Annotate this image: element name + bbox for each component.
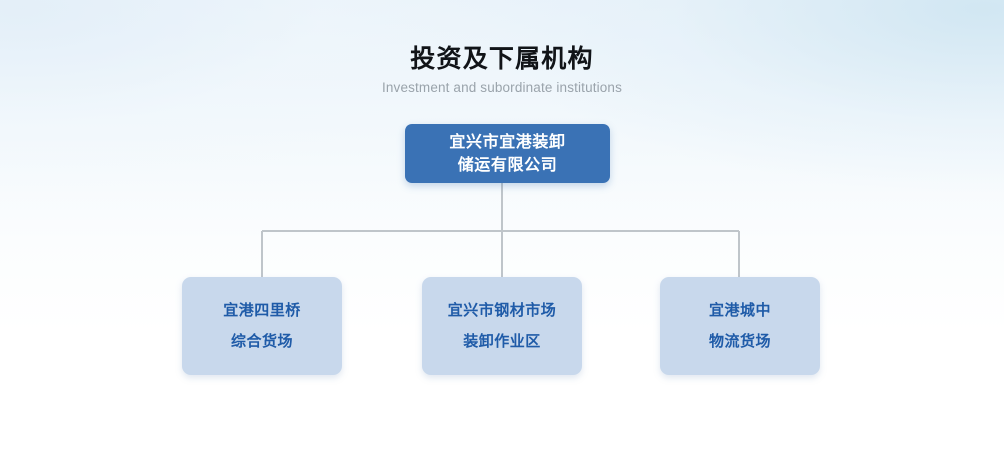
org-node-child-2[interactable]: 宜港城中 物流货场 bbox=[660, 277, 820, 375]
page-title: 投资及下属机构 bbox=[410, 45, 594, 73]
page-subtitle: Investment and subordinate institutions bbox=[382, 80, 622, 95]
org-node-root-label: 宜兴市宜港装卸 储运有限公司 bbox=[449, 133, 566, 174]
org-node-child-2-label: 宜港城中 物流货场 bbox=[708, 302, 771, 350]
org-node-child-0-label: 宜港四里桥 综合货场 bbox=[223, 302, 301, 350]
org-node-child-0[interactable]: 宜港四里桥 综合货场 bbox=[182, 277, 342, 375]
org-node-child-1[interactable]: 宜兴市钢材市场 装卸作业区 bbox=[422, 277, 582, 375]
org-node-root[interactable]: 宜兴市宜港装卸 储运有限公司 bbox=[405, 124, 610, 183]
chart-heading: 投资及下属机构 Investment and subordinate insti… bbox=[0, 44, 1004, 96]
org-node-child-1-label: 宜兴市钢材市场 装卸作业区 bbox=[447, 302, 557, 350]
